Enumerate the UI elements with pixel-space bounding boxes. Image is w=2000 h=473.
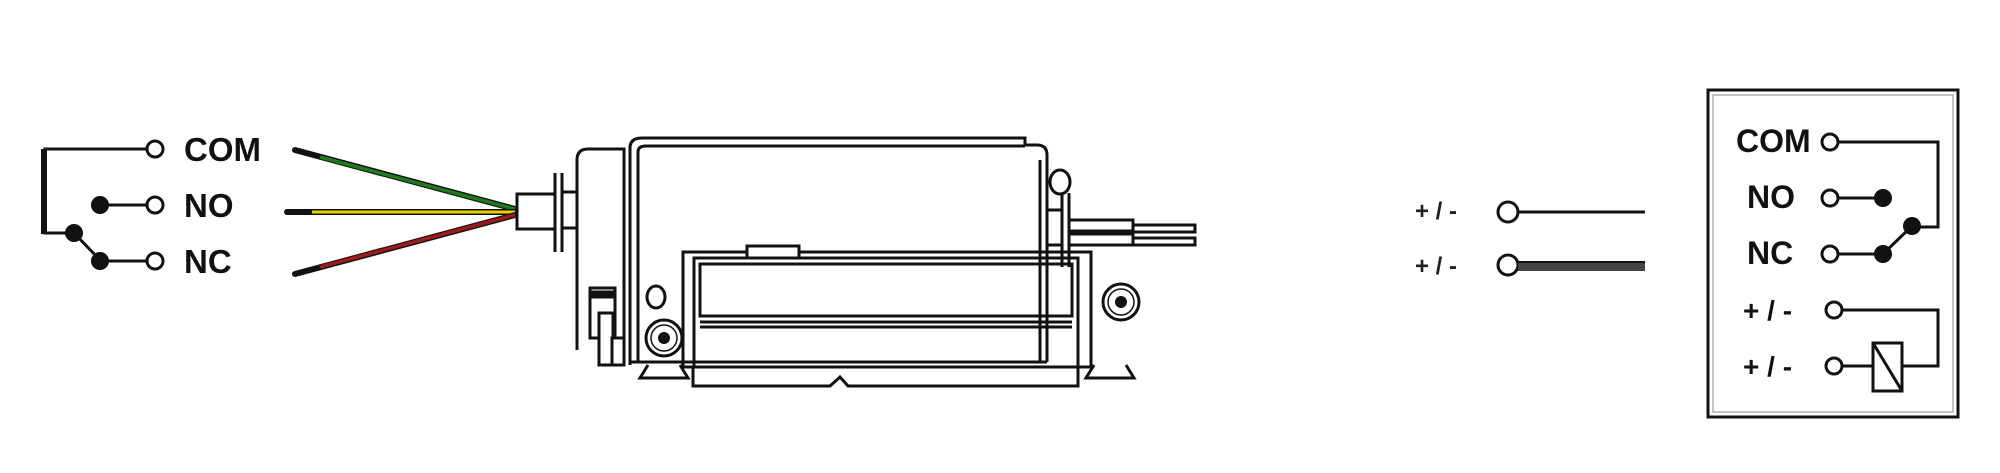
right-coil-1-label: + / - xyxy=(1743,295,1792,326)
green-wire xyxy=(319,155,516,211)
left-no-label: NO xyxy=(184,187,234,224)
relay-coil-icon xyxy=(1871,341,1904,393)
screw-icon xyxy=(1115,296,1127,308)
right-com-label: COM xyxy=(1736,123,1811,159)
wire-bundle xyxy=(284,147,518,277)
power-lead-1-terminal-icon xyxy=(1496,200,1520,224)
left-switch-schematic: COM NO NC xyxy=(41,131,261,280)
right-schematic-box: COM NO NC + / - + / - xyxy=(1706,88,1960,419)
left-com-label: COM xyxy=(184,131,261,168)
no-contact-icon xyxy=(91,196,109,214)
nc-contact-icon xyxy=(91,252,109,270)
pivot-contact-icon xyxy=(65,224,83,242)
nc-terminal-icon xyxy=(145,251,165,271)
red-wire xyxy=(319,213,516,269)
right-no-label: NO xyxy=(1747,179,1795,215)
power-lead-2-label: + / - xyxy=(1415,253,1457,280)
device-body xyxy=(515,136,1197,388)
power-leads: + / - + / - xyxy=(1415,198,1645,280)
power-lead-2-terminal-icon xyxy=(1496,253,1520,277)
screw-icon xyxy=(658,332,670,344)
right-nc-label: NC xyxy=(1747,235,1793,271)
no-terminal-icon xyxy=(145,195,165,215)
com-terminal-icon xyxy=(145,139,165,159)
left-nc-label: NC xyxy=(184,243,232,280)
power-lead-1-label: + / - xyxy=(1415,198,1457,225)
right-coil-2-label: + / - xyxy=(1743,351,1792,382)
